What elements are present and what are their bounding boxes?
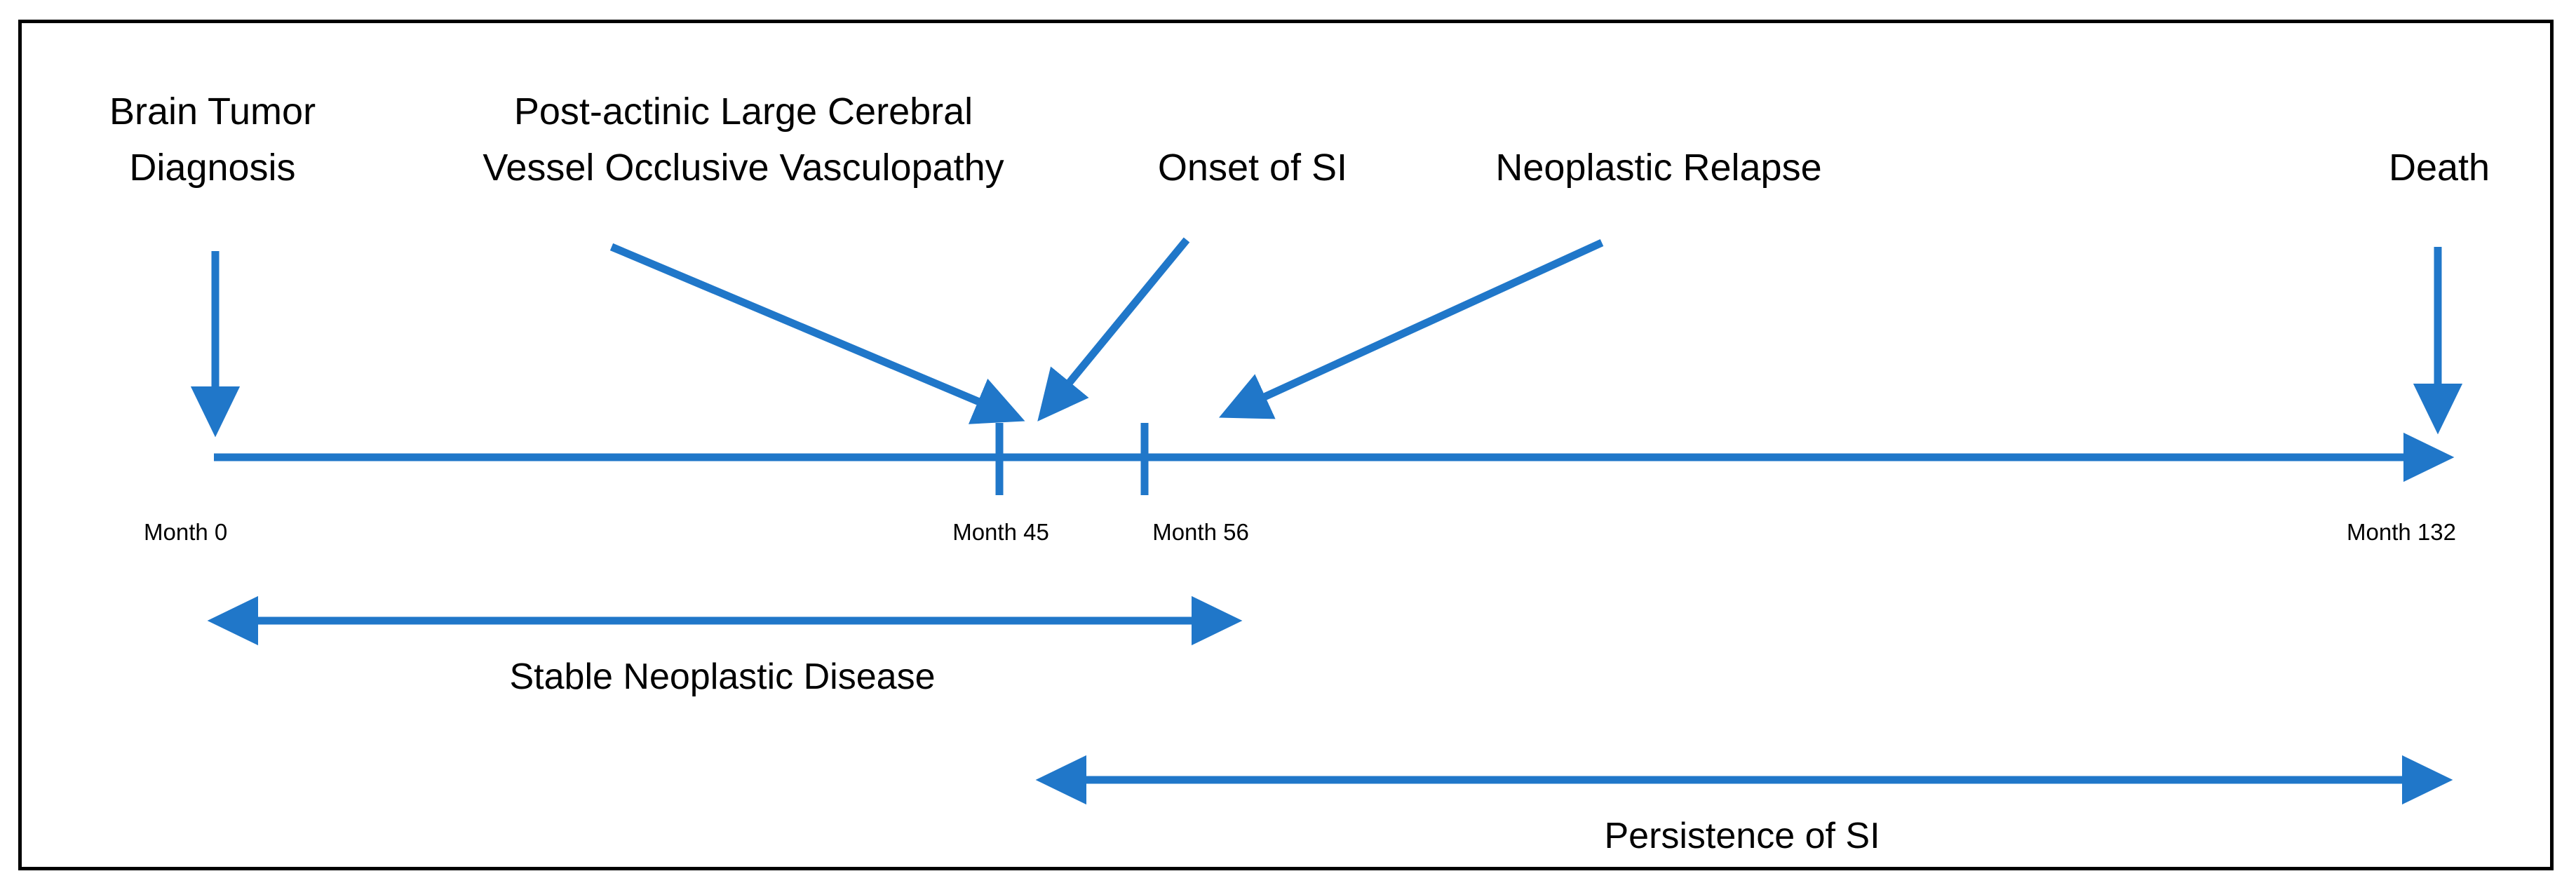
span-label-persistence-of-si: Persistence of SI	[1604, 816, 1880, 856]
event-label-line1: Brain Tumor	[109, 90, 316, 133]
tick-label-month-45: Month 45	[952, 519, 1049, 545]
pointer-arrow-onset-of-si	[1037, 237, 1190, 422]
event-label-death: Death	[2389, 140, 2490, 196]
event-label-line2: Diagnosis	[129, 146, 296, 189]
pointer-arrow-neoplastic-relapse	[1218, 238, 1604, 419]
event-label-line1: Post-actinic Large Cerebral	[513, 90, 973, 133]
span-label-stable-neoplastic-disease: Stable Neoplastic Disease	[509, 656, 936, 697]
event-label-line1: Death	[2388, 147, 2490, 189]
event-label-brain-tumor-diagnosis: Brain Tumor Diagnosis	[109, 84, 316, 196]
event-label-line1: Onset of SI	[1157, 147, 1348, 189]
event-label-neoplastic-relapse: Neoplastic Relapse	[1495, 140, 1821, 196]
event-label-line2: Vessel Occlusive Vasculopathy	[483, 146, 1004, 189]
tick-label-month-0: Month 0	[144, 519, 228, 545]
tick-label-month-56: Month 56	[1152, 519, 1249, 545]
event-label-post-actinic-vasculopathy: Post-actinic Large Cerebral Vessel Occlu…	[483, 84, 1004, 196]
event-label-line1: Neoplastic Relapse	[1495, 147, 1822, 189]
tick-label-month-132: Month 132	[2347, 519, 2456, 545]
figure-border	[18, 20, 2554, 870]
pointer-arrow-post-actinic-vasculopathy	[609, 243, 1025, 424]
event-label-onset-of-si: Onset of SI	[1158, 140, 1347, 196]
